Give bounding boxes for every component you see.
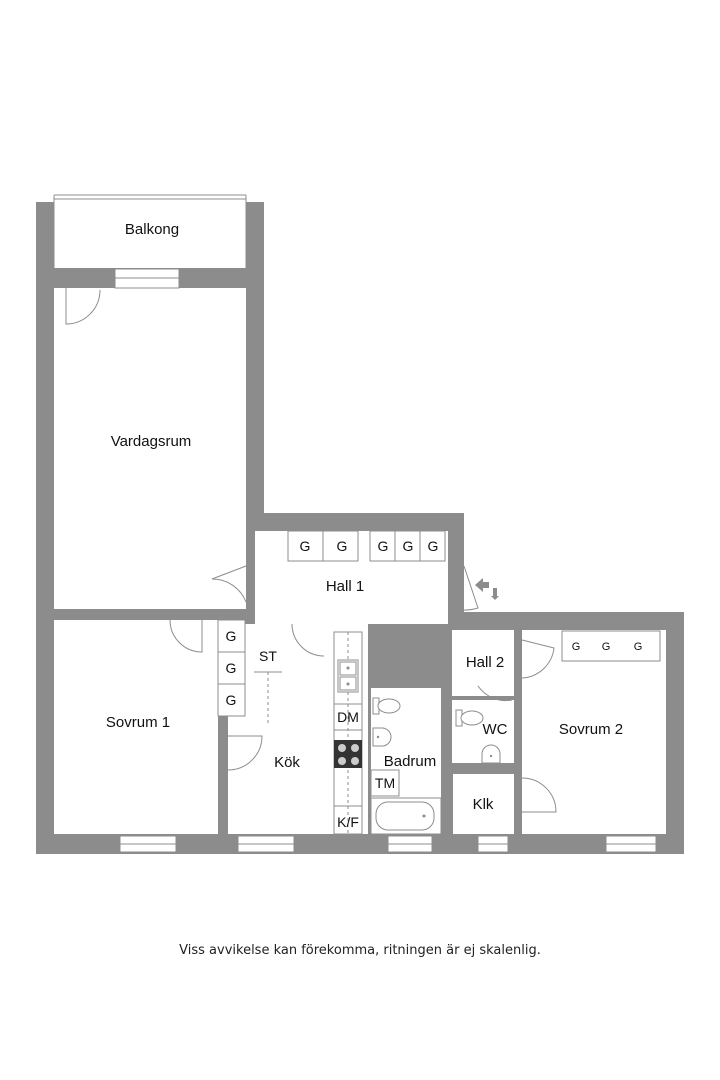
label-sovrum1: Sovrum 1 [106,714,170,731]
label-hall2: Hall 2 [466,654,504,671]
wardrobe-label: G [572,641,581,653]
door-sovrum1 [169,619,203,653]
door-hall-kok [291,623,325,657]
label-sovrum2: Sovrum 2 [559,721,623,738]
kitchen-counter: DM K/F [333,631,363,835]
badrum-fixtures: TM [370,697,442,835]
label-balkong: Balkong [125,221,179,238]
label-kok: Kök [274,754,300,771]
disclaimer-note: Viss avvikelse kan förekomma, ritningen … [179,943,541,958]
wardrobe-label: G [226,692,237,708]
door-klk [521,777,557,813]
door-vardagsrum-hall [211,565,247,603]
door-entry [461,565,479,611]
door-kok [227,735,263,771]
wardrobe-label: G [403,538,414,554]
door-hall2-sovrum2 [521,639,555,679]
sink-icon [337,659,359,693]
balcony-rail [53,194,247,268]
entry-arrow-icon [475,578,499,600]
room-balkong [54,195,246,268]
door-balkong [65,288,101,325]
door-hall2-left [429,639,453,673]
toilet-icon [455,709,484,727]
windows [114,268,657,853]
room-klk [453,774,514,834]
wardrobe-label: G [378,538,389,554]
room-sovrum2 [522,630,666,834]
wardrobe-label: G [300,538,311,554]
label-wc: WC [483,721,508,738]
hall1-wardrobes: G G G G G [287,530,446,562]
label-vardagsrum: Vardagsrum [111,433,192,450]
toilet-icon [372,697,401,715]
sovrum2-wardrobes: G G G [561,630,661,662]
label-hall1: Hall 1 [326,578,364,595]
wardrobe-label: G [226,660,237,676]
basin-icon [481,744,501,764]
bathtub-icon [370,797,442,835]
label-badrum: Badrum [384,753,437,770]
st-closet: ST [254,648,282,724]
room-vardagsrum [54,288,246,609]
wardrobe-label: G [337,538,348,554]
storage-label: ST [259,648,277,664]
wardrobe-label: G [602,641,611,653]
label-klk: Klk [473,796,494,813]
wardrobe-label: G [428,538,439,554]
wardrobe-label: G [226,628,237,644]
room-interiors [54,195,666,834]
dishwasher-label: DM [337,709,359,725]
door-wc [477,685,513,702]
wc-fixtures [455,709,501,764]
room-labels: Balkong Vardagsrum Hall 1 Hall 2 Sovrum … [106,221,623,813]
room-sovrum1 [54,620,218,834]
sovrum1-wardrobes: G G G [217,619,246,717]
door-badrum [403,663,441,689]
doors [65,288,557,813]
fridge-freezer-label: K/F [337,814,359,830]
room-hall2 [452,630,514,696]
washer-label: TM [375,775,395,791]
wardrobe-label: G [634,641,643,653]
basin-icon [372,727,392,747]
